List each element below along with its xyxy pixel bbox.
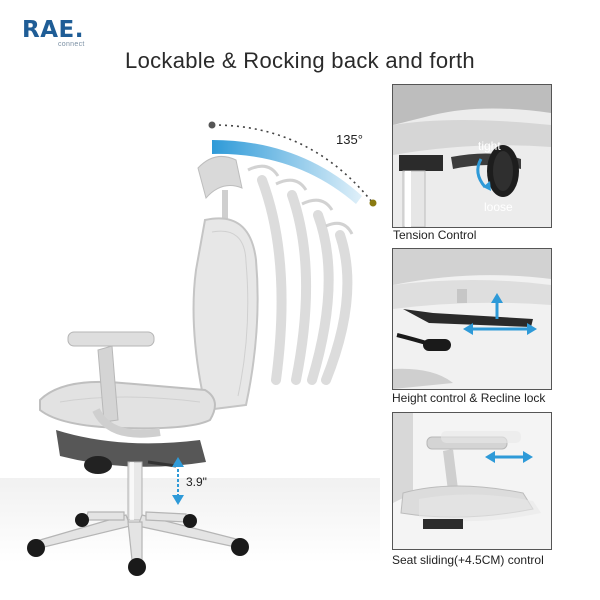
brand-name: RAE. (22, 17, 84, 43)
chair-base (39, 511, 241, 561)
casters (27, 513, 249, 576)
tension-control-image (393, 85, 551, 227)
height-recline-arrows-icon (463, 293, 537, 335)
page-title: Lockable & Rocking back and forth (125, 48, 475, 73)
arc-start-dot (208, 121, 216, 129)
height-adjust-label: 3.9" (186, 475, 207, 489)
arc-end-dot (369, 199, 377, 207)
seat-sliding-image (393, 413, 551, 549)
height-recline-image (393, 249, 551, 389)
tension-rotate-arrow (476, 158, 487, 188)
recline-angle-arc (212, 140, 362, 204)
tension-tight-label: tight (478, 139, 501, 153)
caption-height-recline: Height control & Recline lock (392, 391, 546, 405)
caption-tension-control: Tension Control (393, 228, 477, 242)
chair-illustration (27, 121, 377, 576)
recline-angle-label: 135° (336, 132, 363, 147)
headrest (197, 155, 243, 200)
recline-dotted-arc (212, 124, 373, 203)
seat-slide-arrows-icon (485, 451, 533, 463)
seat (39, 380, 216, 430)
brand-logo: RAE. connect (22, 17, 84, 48)
armrest-pad (67, 331, 155, 347)
caption-seat-sliding: Seat sliding(+4.5CM) control (392, 553, 544, 567)
recline-ghost-positions (257, 175, 353, 385)
height-arrow-icon (172, 457, 184, 505)
panel-height-recline (392, 248, 552, 390)
backrest (192, 217, 259, 412)
panel-seat-sliding (392, 412, 552, 550)
brand-subtitle: connect (58, 41, 85, 48)
tension-loose-label: loose (484, 200, 513, 214)
panel-tension-control (392, 84, 552, 228)
